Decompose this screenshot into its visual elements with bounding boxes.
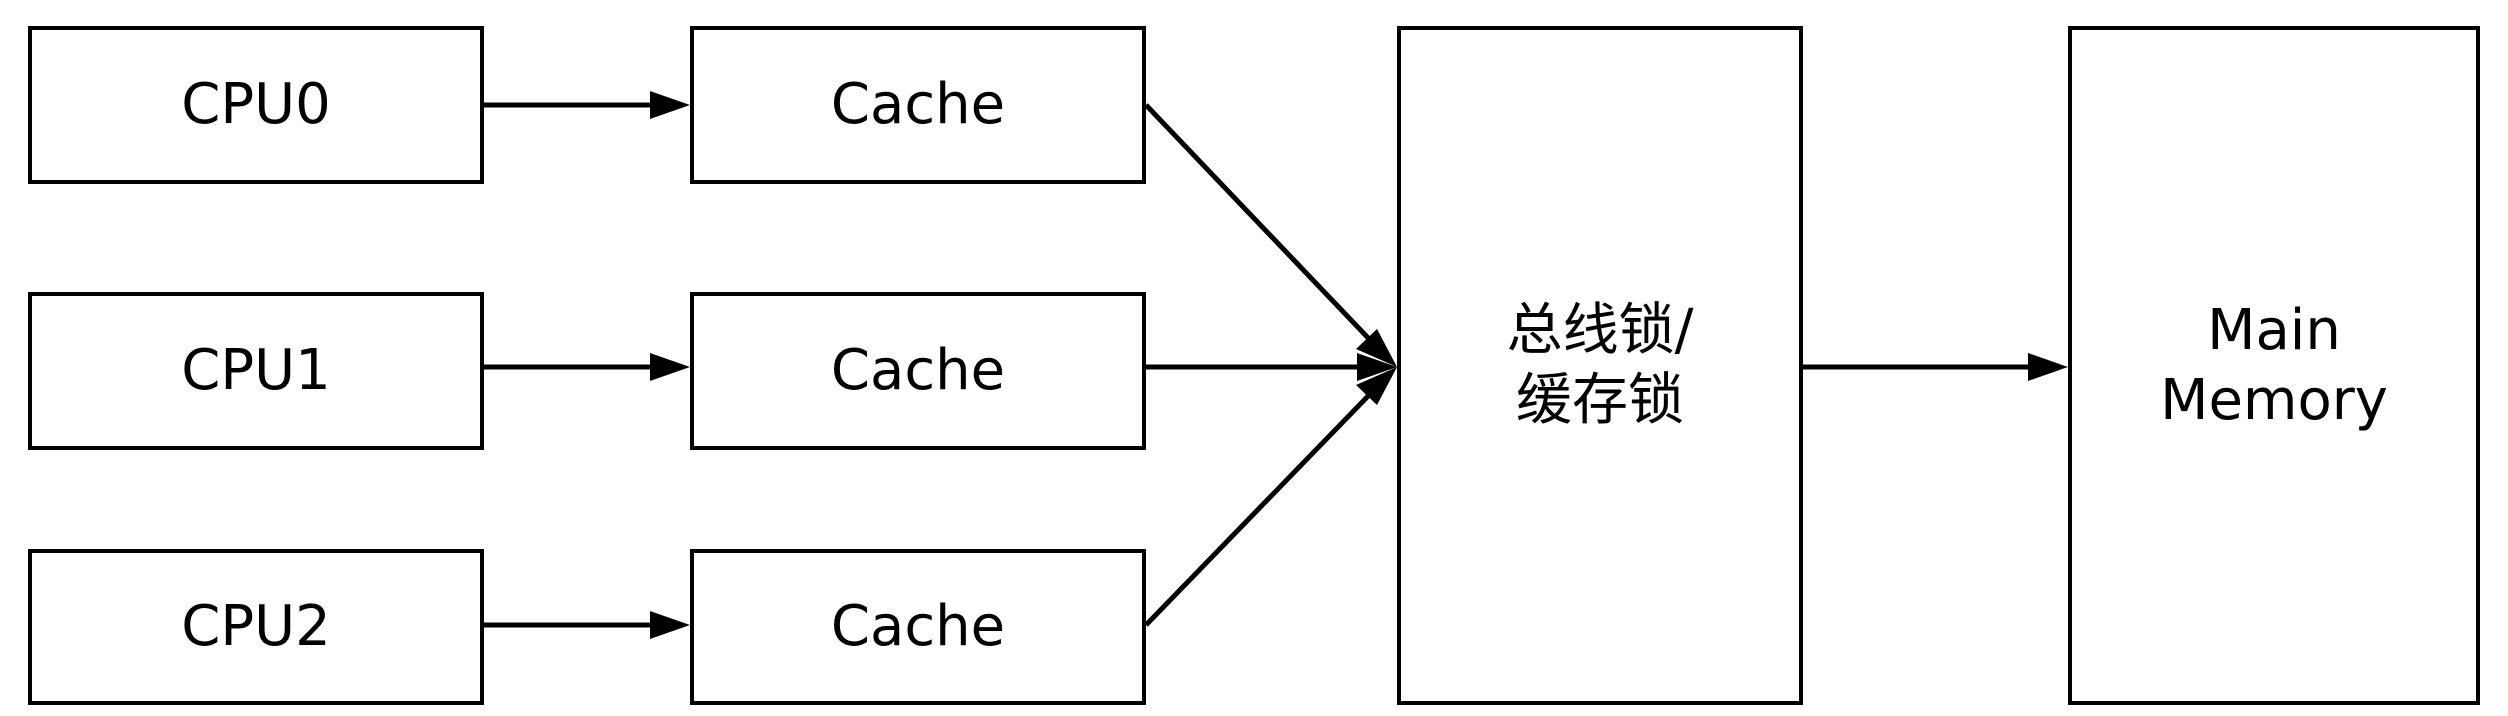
arrow-cache0-to-lock [1144,103,1374,344]
cpu1-label: CPU1 [181,338,331,403]
cache1-box: Cache [690,292,1146,450]
arrowhead-cache2-lock [1356,367,1397,405]
arrowhead-cache1-lock [1357,353,1397,381]
bus-cache-lock-label: 总线锁/ 缓存锁 [1506,297,1694,433]
bus-cache-lock-box: 总线锁/ 缓存锁 [1397,26,1803,705]
cache0-label: Cache [830,72,1006,137]
arrowhead-cpu2-cache2 [650,611,690,639]
arrowhead-cpu0-cache0 [650,91,690,119]
arrow-cache2-to-lock [1144,390,1374,627]
arrowhead-cache0-lock [1356,329,1397,367]
arrowhead-lock-memory [2028,353,2068,381]
cpu2-box: CPU2 [28,549,484,705]
cpu0-box: CPU0 [28,26,484,184]
cpu1-box: CPU1 [28,292,484,450]
cpu2-label: CPU2 [181,594,331,659]
cache2-box: Cache [690,549,1146,705]
cache1-label: Cache [830,338,1006,403]
cache2-label: Cache [830,594,1006,659]
main-memory-label: Main Memory [2160,297,2388,433]
cache0-box: Cache [690,26,1146,184]
main-memory-box: Main Memory [2068,26,2480,705]
arrowhead-cpu1-cache1 [650,353,690,381]
cpu0-label: CPU0 [181,72,331,137]
